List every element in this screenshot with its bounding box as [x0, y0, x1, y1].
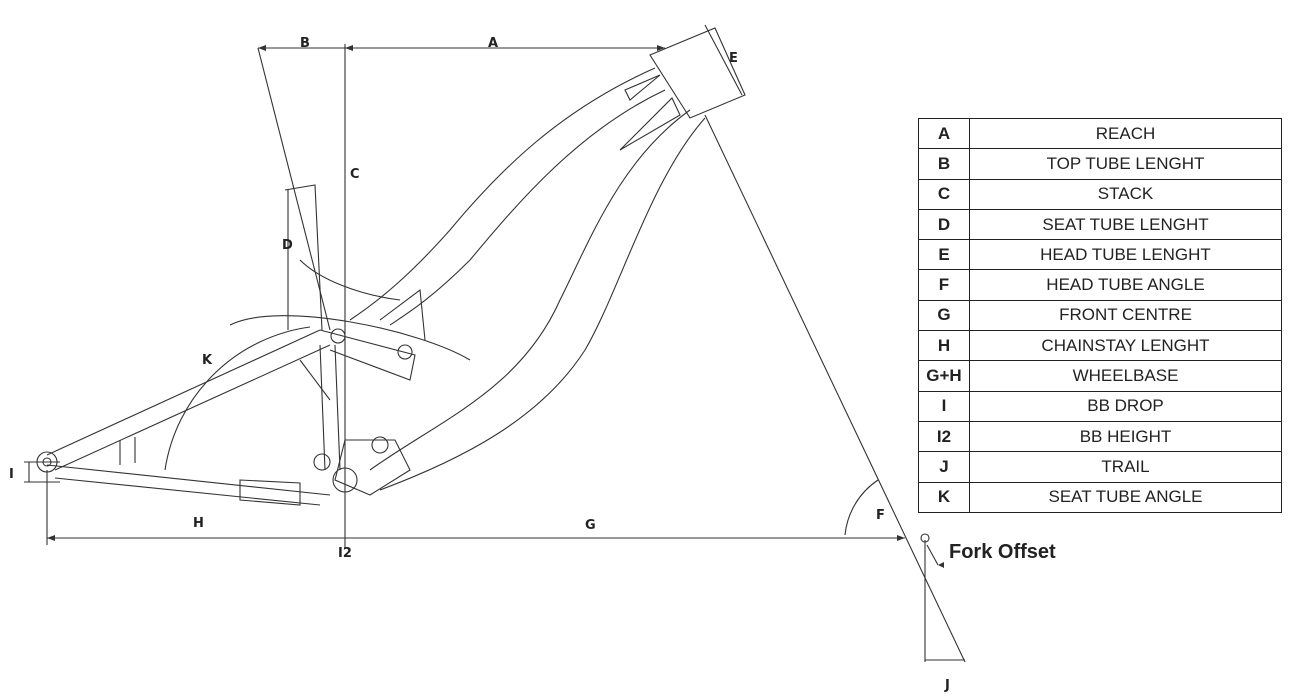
legend-value: SEAT TUBE ANGLE [969, 481, 1282, 513]
legend-key: C [918, 178, 970, 210]
legend-key: I2 [918, 420, 970, 453]
legend-value: FRONT CENTRE [969, 299, 1282, 332]
legend-value: BB HEIGHT [969, 420, 1282, 453]
label-b: B [300, 36, 310, 51]
label-c: C [350, 167, 360, 182]
legend-value: HEAD TUBE LENGHT [969, 239, 1282, 271]
label-f: F [876, 508, 885, 523]
frame-tubes [46, 67, 706, 506]
legend-key: B [918, 148, 970, 180]
legend-key: G+H [918, 360, 970, 392]
legend-value: CHAINSTAY LENGHT [969, 330, 1282, 362]
head-tube [649, 24, 746, 119]
fork-offset-pointer [926, 544, 939, 566]
legend-value: BB DROP [969, 390, 1282, 422]
legend-value: TOP TUBE LENGHT [969, 148, 1282, 180]
legend-value: SEAT TUBE LENGHT [969, 208, 1282, 241]
legend-value: TRAIL [969, 451, 1282, 483]
arrowheads [47, 45, 944, 568]
label-h: H [193, 516, 204, 531]
legend-key: F [918, 269, 970, 301]
label-k: K [202, 353, 213, 368]
label-a: A [488, 36, 499, 51]
label-i2: I2 [338, 546, 352, 561]
label-i: I [9, 467, 14, 482]
label-e: E [729, 51, 738, 66]
legend-key: I [918, 390, 970, 422]
legend-key: A [918, 117, 970, 150]
dimension-lines [24, 44, 966, 663]
legend-value: WHEELBASE [969, 360, 1282, 392]
legend-value: HEAD TUBE ANGLE [969, 269, 1282, 301]
legend-key: E [918, 239, 970, 271]
legend-value: STACK [969, 178, 1282, 210]
label-j: J [945, 678, 950, 693]
legend-key: K [918, 481, 970, 513]
legend-value: REACH [969, 117, 1282, 150]
label-d: D [282, 238, 293, 253]
fork-offset-label: Fork Offset [949, 541, 1056, 563]
pivots [36, 328, 930, 543]
legend-key: D [918, 208, 970, 241]
label-g: G [585, 518, 596, 533]
legend-key: J [918, 451, 970, 483]
legend-key: H [918, 330, 970, 362]
legend-key: G [918, 299, 970, 332]
